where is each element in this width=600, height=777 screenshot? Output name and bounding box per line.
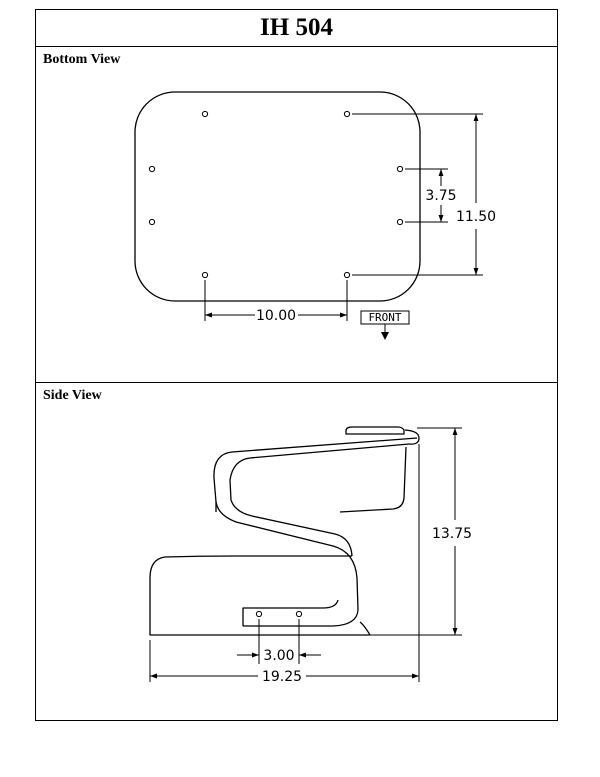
page-title: IH 504 [260,14,333,41]
mounting-hole [148,218,156,226]
dim-overall-width [149,444,420,682]
mounting-hole [343,110,351,118]
mounting-hole [343,271,351,279]
seat-frame-inner [229,443,410,557]
title-bar: IH 504 [36,10,557,47]
side-view-label: Side View [43,388,102,403]
bottom-view-label: Bottom View [43,52,121,67]
dim-horizontal [204,280,348,321]
drawing-frame: IH 504 Bottom View Side View [35,9,558,721]
mounting-hole [201,271,209,279]
backrest-pad [345,426,405,435]
seat-frame-outer [213,437,418,627]
dim-height [370,427,462,636]
mounting-bracket [242,599,339,626]
dim-horizontal-text: 10.00 [256,308,296,324]
backrest-cushion-back [339,446,407,513]
mounting-hole [255,610,263,618]
front-label: FRONT [368,311,401,324]
dim-tall-vertical-text: 11.50 [456,209,496,225]
dim-hole-spacing [237,619,321,664]
arrow-down-icon [381,332,389,340]
dim-short-vertical [405,168,448,223]
mounting-hole [201,110,209,118]
side-holes [255,610,303,618]
mounting-hole [148,165,156,173]
bottom-view: 11.50 3.75 10.00 FRONT [134,91,496,340]
frame-top-bend [404,429,420,445]
dim-hole-spacing-text: 3.00 [263,648,294,664]
dim-short-vertical-text: 3.75 [425,188,456,204]
seat-cushion [149,555,371,636]
dim-overall-width-text: 19.25 [262,669,302,685]
seat-base-outline [134,91,421,302]
mounting-hole [396,218,404,226]
side-view [149,426,420,636]
mounting-hole [295,610,303,618]
front-indicator: FRONT [360,310,410,340]
mounting-holes [148,110,404,279]
dim-tall-vertical [352,113,483,276]
mounting-hole [396,165,404,173]
section-divider [36,382,557,383]
dim-height-text: 13.75 [432,526,472,542]
